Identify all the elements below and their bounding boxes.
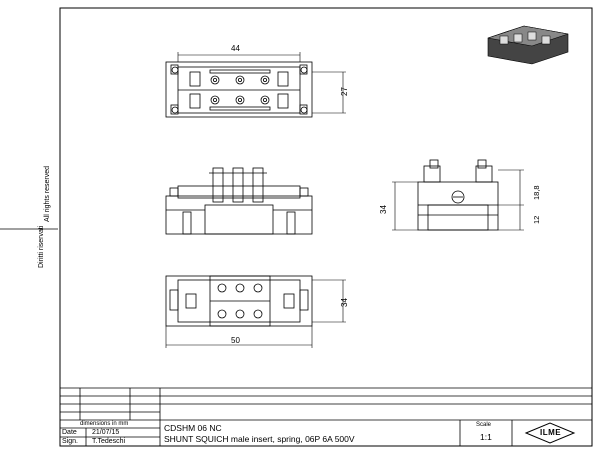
ilme-logo-text: ILME	[540, 428, 562, 437]
side-view-dimensions	[392, 169, 524, 231]
sheet-border	[59, 7, 593, 447]
dim-top-width: 44	[231, 44, 240, 53]
date-label: Date	[62, 429, 77, 436]
side-text-right: All rights reserved	[44, 165, 51, 222]
dim-side-height: 34	[379, 205, 388, 214]
date-value: 21/07/15	[92, 429, 120, 436]
part-code: CDSHM 06 NC	[164, 423, 222, 433]
sign-label: Sign.	[62, 438, 78, 445]
front-view	[165, 167, 313, 235]
top-view-dimensions	[177, 52, 346, 114]
units-note: dimensions in mm	[80, 421, 129, 427]
dim-top-height: 27	[340, 87, 349, 96]
bottom-view	[165, 275, 313, 327]
scale-value: 1:1	[480, 432, 492, 442]
dim-side-upper: 18,8	[532, 185, 541, 200]
bottom-view-dimensions	[165, 279, 346, 348]
title-block	[60, 387, 592, 446]
part-description: SHUNT SQUICH male insert, spring, 06P 6A…	[164, 434, 355, 444]
isometric-view	[487, 25, 569, 65]
dim-bottom-height: 34	[340, 298, 349, 307]
side-view	[417, 159, 499, 231]
top-view	[165, 61, 313, 118]
dim-side-lower: 12	[532, 215, 541, 224]
dim-bottom-width: 50	[231, 336, 240, 345]
ilme-logo	[524, 422, 576, 444]
sign-value: T.Tedeschi	[92, 438, 126, 445]
scale-label: Scale	[476, 422, 492, 428]
side-text-left: Diritti riservati	[38, 225, 45, 268]
